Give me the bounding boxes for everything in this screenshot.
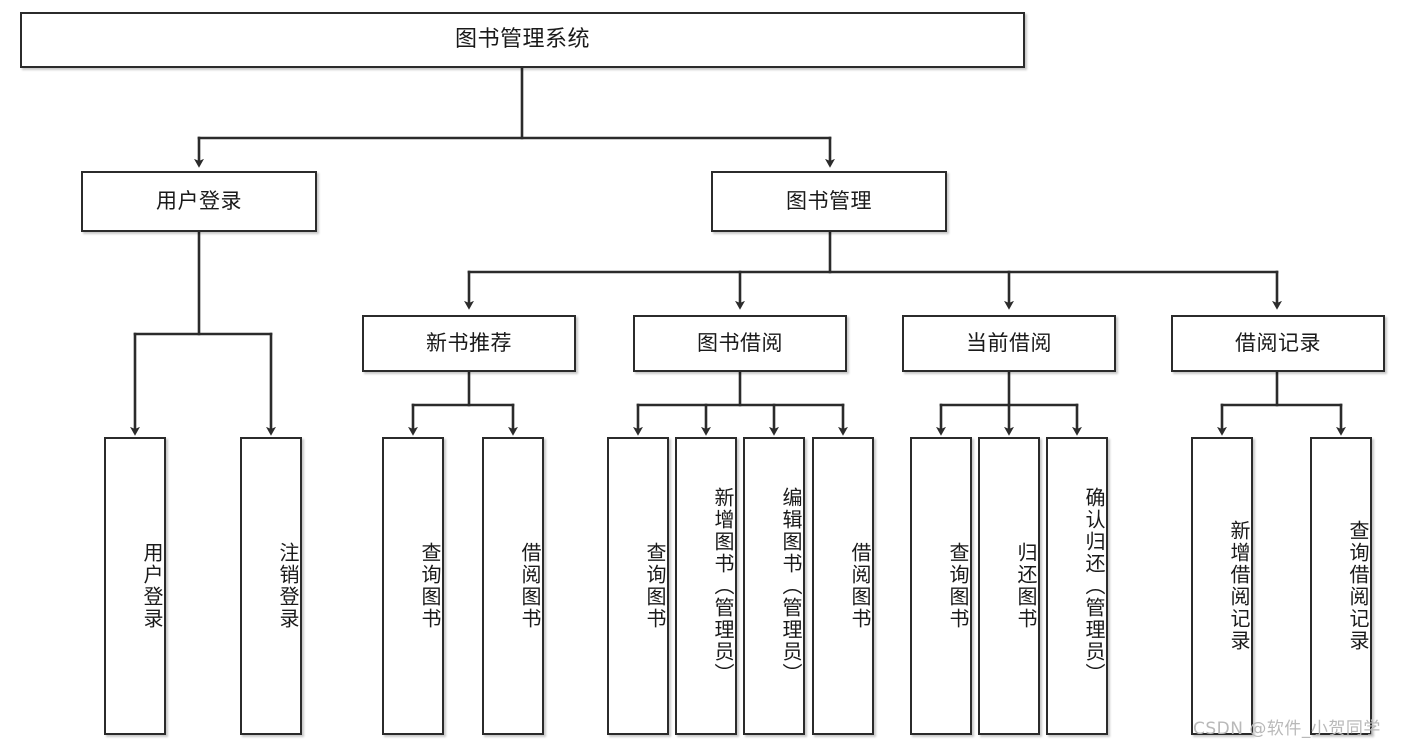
node-book-management-label: 图书管理 bbox=[786, 188, 872, 213]
node-leaf-borrow-book-2-label: 借阅图书 bbox=[848, 542, 872, 630]
node-current-borrow[interactable]: 当前借阅 bbox=[902, 315, 1116, 372]
node-leaf-confirm-return[interactable]: 确认归还（管理员） bbox=[1046, 437, 1108, 735]
node-leaf-query-book-3-label: 查询图书 bbox=[946, 542, 970, 630]
node-user-login-label: 用户登录 bbox=[156, 188, 242, 213]
node-book-borrow[interactable]: 图书借阅 bbox=[633, 315, 847, 372]
node-leaf-user-logout-label: 注销登录 bbox=[276, 542, 300, 630]
node-root-label: 图书管理系统 bbox=[454, 26, 590, 52]
node-root[interactable]: 图书管理系统 bbox=[20, 12, 1025, 68]
node-borrow-record[interactable]: 借阅记录 bbox=[1171, 315, 1385, 372]
node-leaf-query-record[interactable]: 查询借阅记录 bbox=[1310, 437, 1372, 735]
node-leaf-return-book[interactable]: 归还图书 bbox=[978, 437, 1040, 735]
node-leaf-user-login[interactable]: 用户登录 bbox=[104, 437, 166, 735]
node-leaf-borrow-book-2[interactable]: 借阅图书 bbox=[812, 437, 874, 735]
node-new-book-recommend[interactable]: 新书推荐 bbox=[362, 315, 576, 372]
node-leaf-query-book-3[interactable]: 查询图书 bbox=[910, 437, 972, 735]
csdn-watermark: CSDN @软件_小贺同学 bbox=[1193, 719, 1381, 739]
node-user-login[interactable]: 用户登录 bbox=[81, 171, 317, 232]
node-leaf-query-book-2[interactable]: 查询图书 bbox=[607, 437, 669, 735]
node-new-book-recommend-label: 新书推荐 bbox=[426, 330, 512, 355]
node-leaf-user-login-label: 用户登录 bbox=[140, 542, 164, 630]
node-leaf-return-book-label: 归还图书 bbox=[1014, 542, 1038, 630]
node-leaf-confirm-return-label: 确认归还（管理员） bbox=[1082, 487, 1106, 685]
node-leaf-edit-book-label: 编辑图书（管理员） bbox=[779, 487, 803, 685]
node-book-borrow-label: 图书借阅 bbox=[697, 330, 783, 355]
node-leaf-add-record[interactable]: 新增借阅记录 bbox=[1191, 437, 1253, 735]
node-leaf-query-book-1-label: 查询图书 bbox=[418, 542, 442, 630]
node-leaf-borrow-book-1[interactable]: 借阅图书 bbox=[482, 437, 544, 735]
node-leaf-edit-book[interactable]: 编辑图书（管理员） bbox=[743, 437, 805, 735]
node-leaf-add-book-label: 新增图书（管理员） bbox=[711, 487, 735, 685]
node-leaf-query-book-1[interactable]: 查询图书 bbox=[382, 437, 444, 735]
node-leaf-borrow-book-1-label: 借阅图书 bbox=[518, 542, 542, 630]
node-leaf-user-logout[interactable]: 注销登录 bbox=[240, 437, 302, 735]
node-leaf-query-record-label: 查询借阅记录 bbox=[1346, 520, 1370, 652]
node-leaf-add-record-label: 新增借阅记录 bbox=[1227, 520, 1251, 652]
node-borrow-record-label: 借阅记录 bbox=[1235, 330, 1321, 355]
node-current-borrow-label: 当前借阅 bbox=[966, 330, 1052, 355]
node-leaf-add-book[interactable]: 新增图书（管理员） bbox=[675, 437, 737, 735]
node-leaf-query-book-2-label: 查询图书 bbox=[643, 542, 667, 630]
node-book-management[interactable]: 图书管理 bbox=[711, 171, 947, 232]
